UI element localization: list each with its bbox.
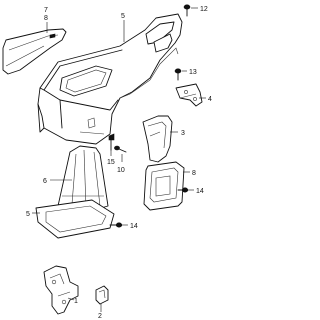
label-part-2: 2 xyxy=(98,313,102,320)
label-part-9: 8 xyxy=(44,15,48,22)
leader-1 xyxy=(67,297,75,301)
label-part-15: 15 xyxy=(107,159,115,166)
screw-14-lower-right-part xyxy=(177,187,189,193)
label-part-5: 5 xyxy=(121,13,125,20)
bracket-1-part xyxy=(43,265,79,315)
label-part-14-lower-left: 14 xyxy=(130,223,138,230)
side-panel-part xyxy=(2,28,67,75)
label-part-14-upper: 13 xyxy=(189,69,197,76)
label-part-8: 7 xyxy=(44,7,48,14)
cover-3-part xyxy=(142,115,173,163)
parts-diagram: 7 8 5 12 13 4 xyxy=(2,4,212,320)
screw-12-part xyxy=(114,145,127,153)
bracket-4-part xyxy=(175,83,203,107)
boot-frame-6-part xyxy=(35,199,115,239)
shift-boot-7-part xyxy=(57,145,109,211)
label-part-6: 5 xyxy=(26,211,30,218)
label-part-13: 12 xyxy=(200,6,208,13)
label-part-4: 4 xyxy=(208,96,212,103)
grommet-2-part xyxy=(95,285,109,305)
label-part-1: 1 xyxy=(74,298,78,305)
screw-14-lower-left-part xyxy=(109,222,123,228)
label-part-12: 10 xyxy=(117,167,125,174)
label-part-14-lower-right: 14 xyxy=(196,188,204,195)
screw-14-upper-part xyxy=(174,68,182,81)
frame-10-part xyxy=(143,161,185,211)
console-part xyxy=(37,13,183,145)
clip-15-part xyxy=(108,133,115,151)
label-part-3: 3 xyxy=(181,130,185,137)
label-part-7: 6 xyxy=(43,178,47,185)
screw-13-part xyxy=(183,4,191,17)
label-part-10: 8 xyxy=(192,170,196,177)
